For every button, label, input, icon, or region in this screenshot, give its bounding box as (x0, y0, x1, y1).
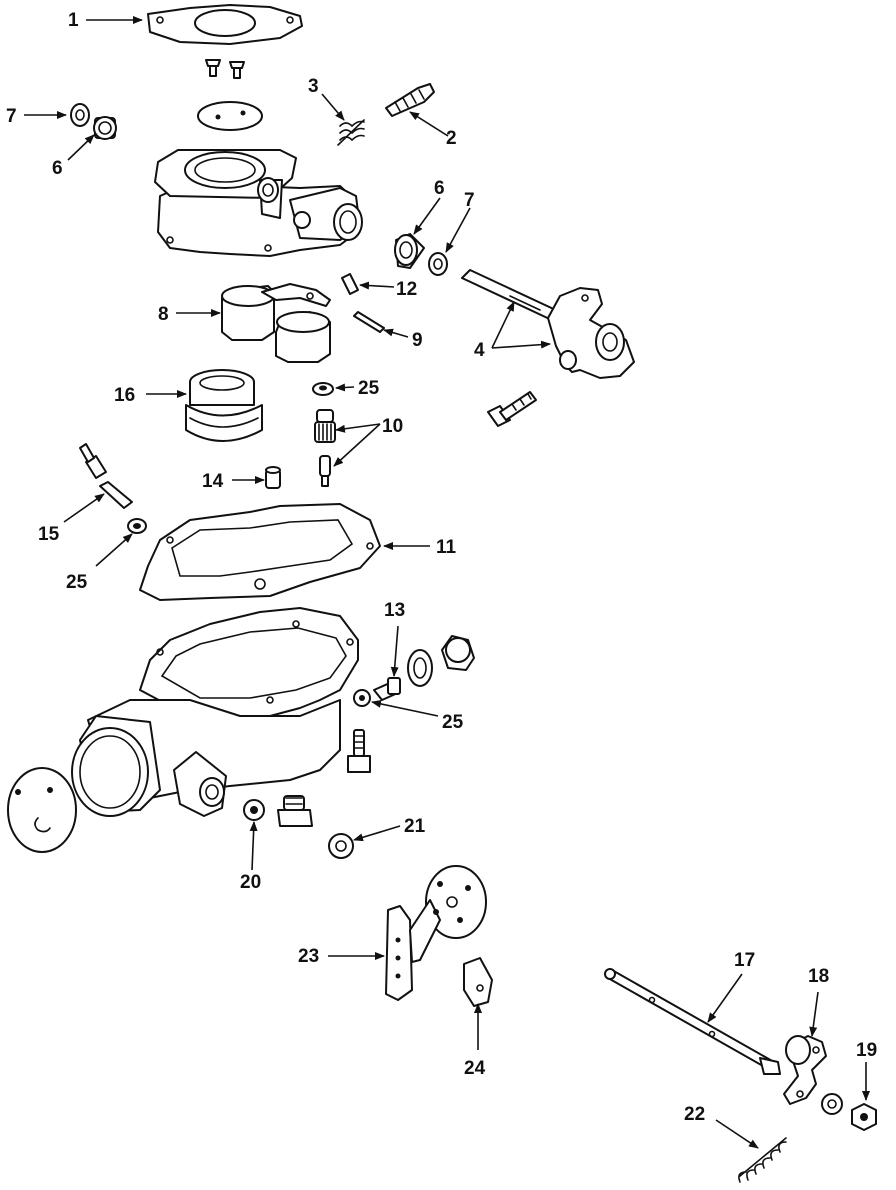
part-bolt-4 (487, 391, 537, 427)
part-washer-25-right (353, 689, 371, 707)
callout-2: 2 (446, 128, 457, 149)
part-float-8 (221, 283, 331, 363)
callout-14: 14 (202, 471, 224, 492)
callout-19: 19 (856, 1040, 877, 1061)
part-pin-12 (341, 273, 359, 295)
part-main-body (71, 607, 359, 817)
part-plug-right (407, 635, 475, 687)
part-gasket-top (147, 4, 303, 45)
part-washer-7-right (428, 252, 448, 276)
callout-7-left: 7 (6, 106, 17, 127)
part-bushing-6-right (394, 233, 425, 269)
part-clip-24 (463, 957, 493, 1007)
callout-11: 11 (436, 537, 457, 558)
part-washer-20 (243, 799, 265, 821)
callout-6-right: 6 (434, 178, 445, 199)
part-screws-small (205, 59, 245, 79)
callout-25-left: 25 (66, 572, 88, 593)
callout-6-left: 6 (52, 158, 63, 179)
callout-8: 8 (158, 304, 169, 325)
callout-labels: 1 2 3 4 6 7 6 7 8 9 10 11 12 13 14 15 16… (6, 10, 877, 1125)
part-washer-7-left (70, 103, 90, 127)
part-venturi-16 (185, 369, 263, 442)
part-pin-9 (353, 311, 385, 333)
callout-21: 21 (404, 816, 426, 837)
callout-22: 22 (684, 1104, 705, 1125)
part-spring-22 (738, 1137, 787, 1183)
part-washer-18 (821, 1093, 843, 1115)
part-jet-14 (265, 466, 281, 489)
callout-23: 23 (298, 946, 319, 967)
callout-16: 16 (114, 385, 135, 406)
part-screw-13 (373, 677, 401, 701)
part-nut-19 (851, 1103, 877, 1131)
callout-12: 12 (396, 279, 417, 300)
callout-3: 3 (308, 76, 319, 97)
part-throttle-shaft-4 (461, 269, 635, 379)
part-shaft-17 (604, 968, 781, 1075)
part-choke-plate (7, 767, 77, 853)
callout-20: 20 (240, 872, 261, 893)
callout-24: 24 (464, 1058, 486, 1079)
part-bracket-23 (385, 865, 487, 1001)
callout-25-upper: 25 (358, 378, 380, 399)
part-needle-2 (385, 83, 435, 117)
part-throttle-body (154, 149, 363, 257)
part-washer-25-left (127, 518, 147, 534)
callout-9: 9 (412, 330, 423, 351)
callout-1: 1 (68, 10, 79, 31)
part-lever-18 (783, 1035, 827, 1105)
callout-15: 15 (38, 524, 60, 545)
callout-10: 10 (382, 416, 403, 437)
callout-7-right: 7 (464, 190, 475, 211)
part-throttle-plate (197, 101, 263, 131)
callout-4: 4 (474, 340, 485, 361)
part-screw-side (347, 729, 371, 773)
part-spring-3 (337, 119, 365, 146)
part-plug-20 (277, 795, 313, 827)
callout-13: 13 (384, 600, 405, 621)
callout-18: 18 (808, 966, 829, 987)
part-bushing-6-left (93, 116, 117, 140)
callout-17: 17 (734, 950, 755, 971)
part-bowl-gasket-11 (139, 503, 381, 601)
part-washer-25-upper (312, 382, 334, 396)
leader-lines (24, 16, 870, 1149)
part-washer-21 (328, 833, 354, 859)
callout-25-right: 25 (442, 712, 464, 733)
part-needle-15 (79, 443, 133, 509)
part-valve-10 (314, 409, 336, 487)
